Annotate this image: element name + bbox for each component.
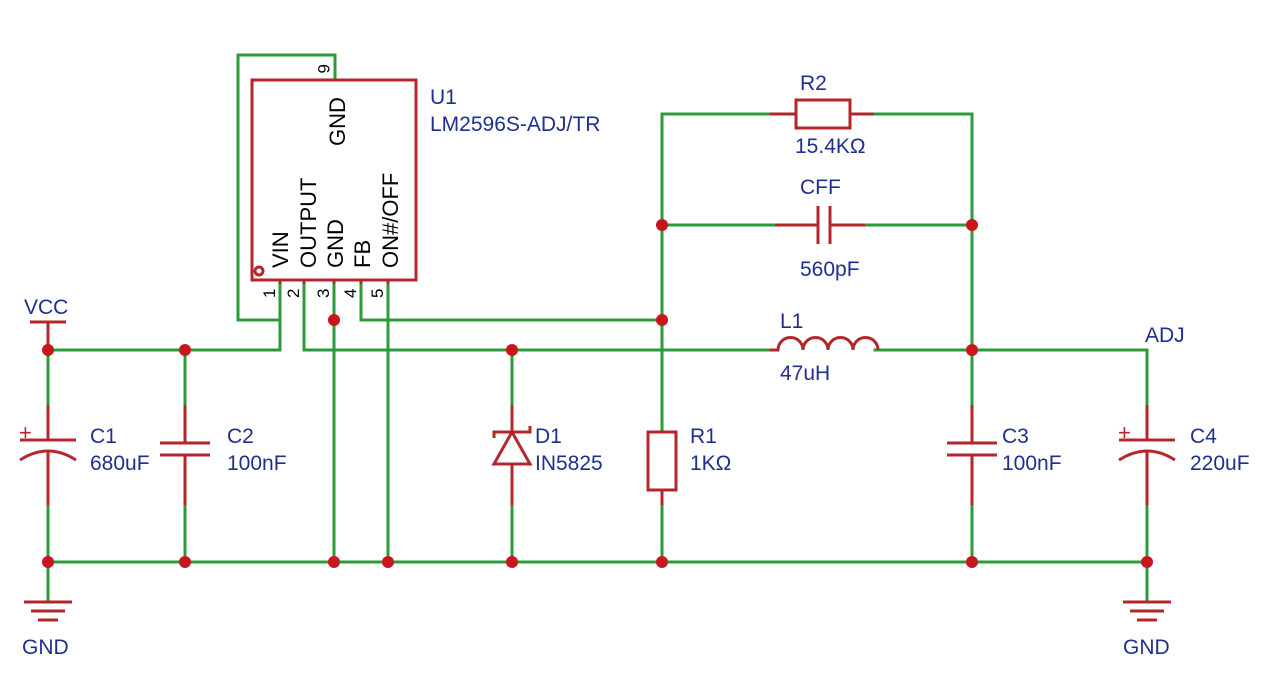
c4-ref-label: C4 [1190,425,1217,448]
c4-plus-mark: + [1118,420,1131,445]
u1-pin1-marker [253,265,265,277]
d1-diode: D1 IN5825 [491,405,603,505]
gnd-left-label: GND [22,636,69,659]
junction-dot [966,344,978,356]
u1-pin3-name: GND [323,219,348,268]
gnd-symbol-right: GND [1123,560,1171,659]
c4-value-label: 220uF [1190,452,1250,475]
vcc-net-symbol: VCC [24,296,68,350]
u1-pin1-name: VIN [268,231,293,268]
u1-pin2-number: 2 [284,289,303,298]
r1-ref-label: R1 [690,425,717,448]
u1-pin5-number: 5 [368,289,387,298]
r2-value-label: 15.4KΩ [795,135,866,158]
u1-value-label: LM2596S-ADJ/TR [430,113,600,136]
junction-dot [966,219,978,231]
l1-inductor: L1 47uH [770,310,880,385]
l1-coil [770,336,880,352]
u1-pin1-number: 1 [260,289,279,298]
cff-value-label: 560pF [800,258,860,281]
junctions [42,219,1153,568]
c4-plate-curved [1118,449,1176,462]
junction-dot [382,556,394,568]
gnd-right-label: GND [1123,636,1170,659]
r1-body [646,430,678,492]
wires [46,53,1149,600]
u1-ref-label: U1 [430,86,457,109]
cff-capacitor: CFF 560pF [775,176,865,281]
c1-value-label: 680uF [90,452,150,475]
junction-dot [656,556,668,568]
vcc-label: VCC [24,296,68,319]
r1-resistor: R1 1KΩ [646,425,731,505]
c3-ref-label: C3 [1002,425,1029,448]
cff-ref-label: CFF [800,176,841,199]
c4-capacitor: + C4 220uF [1118,405,1250,505]
junction-dot [328,556,340,568]
wire-pin6-gnd-loop [236,53,337,322]
r1-value-label: 1KΩ [690,452,731,475]
c1-capacitor: + C1 680uF [19,405,150,505]
l1-ref-label: L1 [780,310,803,333]
c3-capacitor: C3 100nF [947,405,1062,505]
r2-resistor: R2 15.4KΩ [770,72,874,158]
u1-pin6-number: 6 [314,64,333,73]
junction-dot [506,556,518,568]
junction-dot [42,344,54,356]
wire-fb [359,280,664,322]
junction-dot [42,556,54,568]
junction-dot [1141,556,1153,568]
l1-value-label: 47uH [780,362,830,385]
r2-ref-label: R2 [800,72,827,95]
u1-regulator: 1 2 3 4 5 6 VIN OUTPUT GND FB ON#/OFF GN… [250,64,600,298]
d1-value-label: IN5825 [535,452,603,475]
c3-value-label: 100nF [1002,452,1062,475]
junction-dot [179,556,191,568]
junction-dot [328,314,340,326]
u1-pin2-name: OUTPUT [296,178,321,268]
gnd-symbol-left: GND [22,560,72,659]
wire-vin [46,280,282,352]
u1-pin5-name: ON#/OFF [378,173,403,268]
u1-pin3-number: 3 [314,289,333,298]
c2-value-label: 100nF [227,452,287,475]
c2-ref-label: C2 [227,425,254,448]
junction-dot [656,314,668,326]
d1-ref-label: D1 [535,425,562,448]
c1-plus-mark: + [19,420,32,445]
c1-plate-curved [19,449,77,462]
adj-net-label: ADJ [1145,324,1185,347]
d1-triangle [491,428,533,466]
junction-dot [506,344,518,356]
wire-output [302,280,772,352]
junction-dot [656,219,668,231]
junction-dot [966,556,978,568]
u1-pin4-number: 4 [341,289,360,298]
junction-dot [179,344,191,356]
r2-body [794,98,852,130]
c2-capacitor: C2 100nF [160,405,287,505]
c1-ref-label: C1 [90,425,117,448]
u1-pin4-name: FB [350,240,375,268]
u1-pin6-name: GND [325,97,350,146]
